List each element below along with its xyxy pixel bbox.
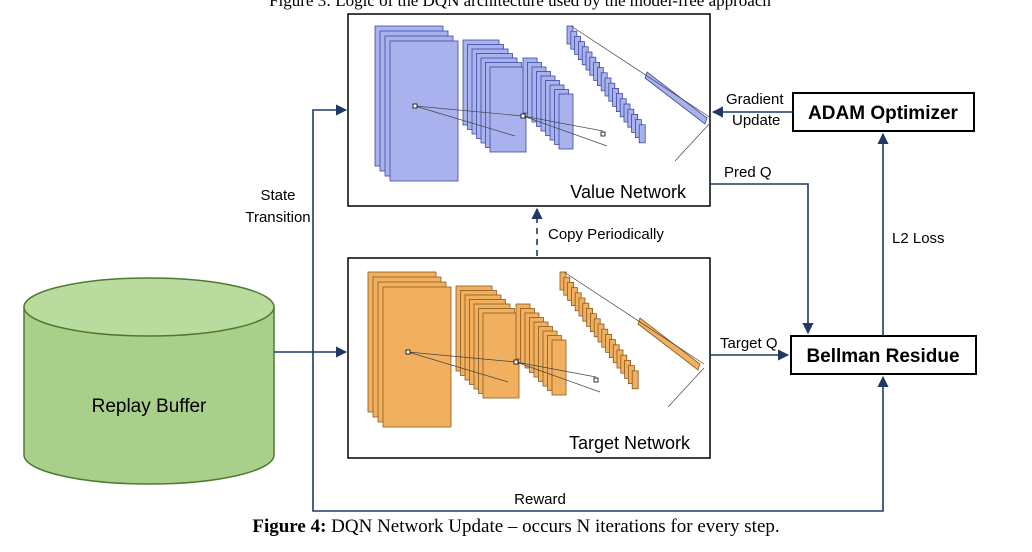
value-network-layers (374, 25, 712, 182)
value-net-connection-0 (414, 105, 524, 117)
reward-arrow (312, 352, 889, 512)
value-net-connection-4 (570, 25, 712, 119)
caption-bold: Figure 4: (252, 516, 327, 537)
value-net-kernel-marker-2 (600, 131, 606, 137)
target-net-kernel-marker-2 (593, 377, 599, 383)
target-net-kernel-marker-0 (405, 349, 411, 355)
top-cropped-text: Figure 3: Logic of the DQN architecture … (269, 0, 771, 10)
target-net-layer-0-3 (382, 286, 452, 428)
target-net-connection-2 (515, 361, 597, 378)
update-label: Update (732, 112, 780, 129)
target-net-connection-5 (667, 367, 705, 408)
caption-text: DQN Network Update – occurs N iterations… (326, 516, 780, 537)
value-net-connection-3 (522, 115, 608, 147)
copy-periodically-label: Copy Periodically (548, 226, 664, 243)
replay-buffer-cylinder (23, 277, 275, 485)
reward-label: Reward (514, 491, 566, 508)
value-net-layer-3-19 (638, 124, 646, 144)
bellman-residue-label: Bellman Residue (806, 346, 959, 367)
target-net-connection-0 (407, 351, 517, 363)
pred-q-arrow (710, 183, 814, 335)
value-net-layer-0-3 (389, 40, 459, 182)
l2-loss-label: L2 Loss (892, 230, 945, 247)
value-net-layer-1-6 (489, 66, 527, 153)
target-net-layer-2-8 (551, 339, 567, 396)
replay-buffer-label: Replay Buffer (92, 396, 207, 417)
pred-q-label: Pred Q (724, 164, 772, 181)
target-net-connection-1 (407, 351, 509, 383)
target-net-connection-4 (563, 271, 705, 365)
value-net-connection-2 (522, 115, 604, 132)
state-label: State (260, 187, 295, 204)
target-net-kernel-marker-1 (513, 359, 519, 365)
state-transition-line (274, 104, 348, 353)
transition-label: Transition (245, 209, 310, 226)
value-network-label: Value Network (570, 182, 687, 202)
bellman-residue-box (790, 335, 977, 375)
target-network-layers (367, 271, 705, 428)
target-network-label: Target Network (569, 433, 691, 453)
value-net-connection-5 (674, 121, 712, 162)
value-net-connection-1 (414, 105, 516, 137)
target-net-connection-3 (515, 361, 601, 393)
adam-optimizer-label: ADAM Optimizer (808, 103, 959, 124)
gradient-label: Gradient (726, 91, 784, 108)
adam-optimizer-box (792, 92, 975, 132)
value-net-layer-2-8 (558, 93, 574, 150)
target-net-layer-1-6 (482, 312, 520, 399)
value-net-kernel-marker-0 (412, 103, 418, 109)
target-net-layer-3-19 (631, 370, 639, 390)
value-net-kernel-marker-1 (520, 113, 526, 119)
figure-caption: Figure 4: DQN Network Update – occurs N … (0, 516, 1032, 538)
target-q-label: Target Q (720, 335, 778, 352)
